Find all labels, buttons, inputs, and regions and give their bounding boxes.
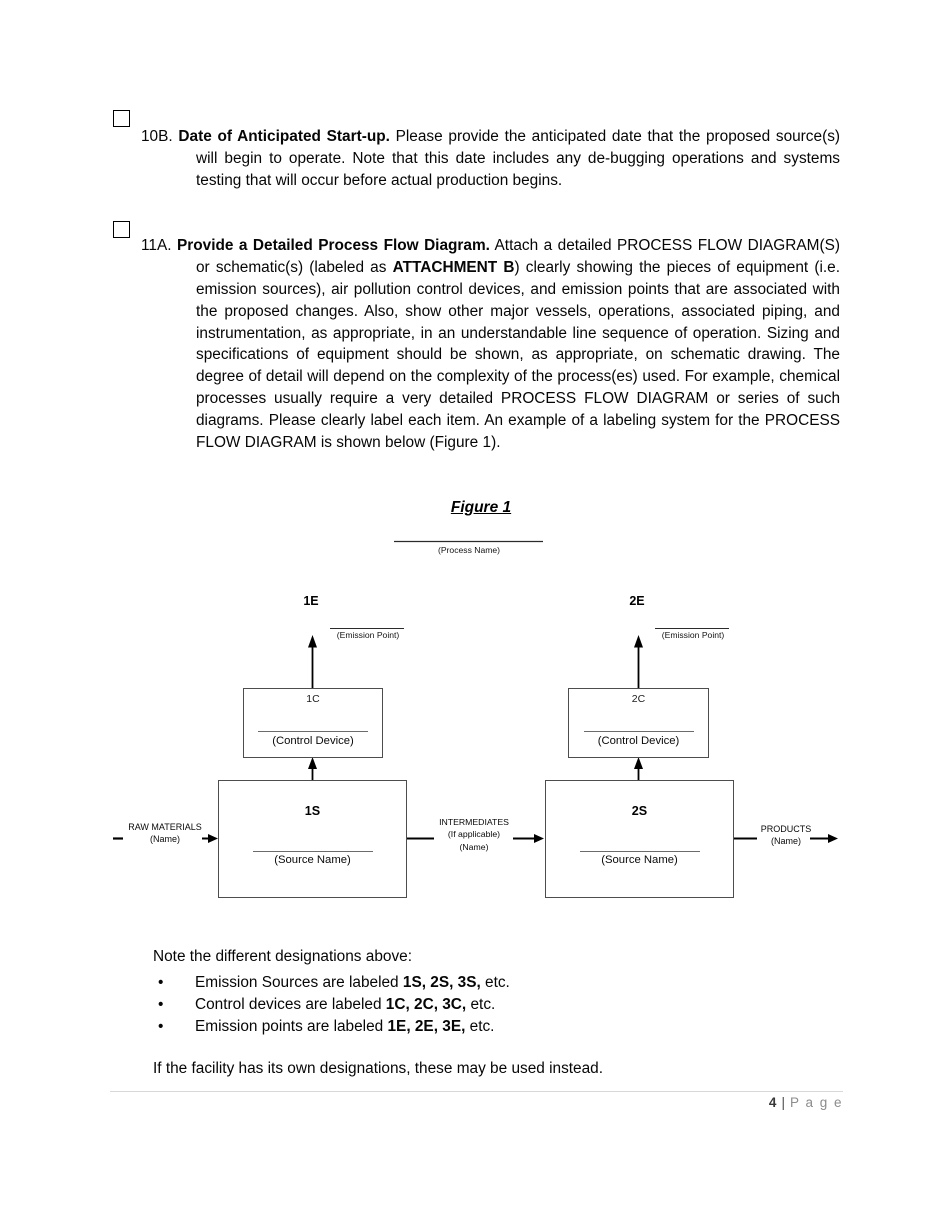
raw-materials-label-line2: (Name) — [149, 833, 181, 844]
products-label: PRODUCTS (Name) — [761, 824, 812, 847]
bullet-icon: • — [158, 996, 164, 1013]
products-arrow — [734, 834, 838, 843]
bullet-text: Emission points are labeled 1E, 2E, 3E, … — [195, 1018, 495, 1035]
control-device-blank-line-1 — [258, 731, 368, 732]
control-device-box-2c: 2C (Control Device) — [568, 688, 709, 758]
control-device-id-2c: 2C — [631, 693, 646, 705]
source-name-caption-2: (Source Name) — [601, 854, 678, 866]
item-10b-body: Please provide the anticipated date that… — [196, 128, 841, 189]
flow-diagram-lines — [113, 540, 838, 843]
page-number: 4 | P a g e — [0, 1095, 843, 1110]
bullet-text: Control devices are labeled 1C, 2C, 3C, … — [195, 996, 496, 1013]
raw-materials-arrow — [113, 834, 218, 843]
item-10b-number: 10B. — [141, 128, 173, 146]
emission-source-id-2s: 2S — [631, 804, 648, 818]
process-flow-diagram: Figure 1 (Process Name) 1E 2E (Emission … — [0, 495, 950, 927]
control-device-caption-1: (Control Device) — [272, 735, 354, 747]
list-item: • Emission Sources are labeled 1S, 2S, 3… — [153, 972, 845, 994]
footer-divider — [110, 1091, 843, 1092]
intermediates-label-line2: (If applicable) — [447, 829, 501, 840]
list-item: • Control devices are labeled 1C, 2C, 3C… — [153, 994, 845, 1016]
page-number-value: 4 — [768, 1095, 777, 1110]
notes-intro: Note the different designations above: — [153, 948, 412, 965]
intermediates-label-line3: (Name) — [459, 841, 489, 852]
emission-point-caption-1: (Emission Point) — [336, 630, 400, 640]
item-11a-number: 11A. — [141, 237, 172, 255]
emission-source-box-1s: 1S (Source Name) — [218, 780, 407, 898]
designation-notes: Note the different designations above: •… — [153, 946, 845, 1080]
control-device-caption-2: (Control Device) — [597, 735, 680, 747]
emission-point-caption-2: (Emission Point) — [661, 630, 725, 640]
item-11a-title: Provide a Detailed Process Flow Diagram. — [176, 237, 490, 255]
attachment-b-reference: ATTACHMENT B — [392, 259, 515, 277]
item-11a-body-pre: Attach a detailed PROCESS FLOW DIAGRAM(S… — [196, 237, 840, 277]
notes-bullet-list: • Emission Sources are labeled 1S, 2S, 3… — [153, 972, 845, 1038]
process-name-caption: (Process Name) — [437, 545, 501, 555]
notes-closing: If the facility has its own designations… — [153, 1060, 604, 1077]
source-name-blank-line-1 — [252, 851, 373, 852]
intermediates-label: INTERMEDIATES (If applicable) (Name) — [439, 816, 509, 853]
source-to-control-arrow-2 — [634, 757, 643, 780]
bullet-icon: • — [158, 974, 164, 991]
bullet-text: Emission Sources are labeled 1S, 2S, 3S,… — [195, 974, 510, 991]
raw-materials-label-line1: RAW MATERIALS — [128, 822, 202, 832]
bullet-icon: • — [158, 1018, 164, 1035]
emission-source-id-1s: 1S — [304, 804, 321, 818]
item-10b-paragraph: 10B. Date of Anticipated Start-up. Pleas… — [141, 126, 840, 191]
emission-arrow-2 — [634, 635, 643, 688]
intermediates-label-line1: INTERMEDIATES — [439, 817, 509, 827]
control-device-id-1c: 1C — [306, 693, 320, 705]
checkbox-11a[interactable] — [113, 221, 130, 238]
source-to-control-arrow-1 — [308, 757, 317, 780]
intermediates-arrow — [407, 834, 544, 843]
source-name-caption-1: (Source Name) — [274, 854, 351, 866]
item-10b-title: Date of Anticipated Start-up. — [178, 128, 390, 146]
list-item: • Emission points are labeled 1E, 2E, 3E… — [153, 1016, 845, 1038]
checkbox-10b[interactable] — [113, 110, 130, 127]
control-device-box-1c: 1C (Control Device) — [243, 688, 383, 758]
control-device-blank-line-2 — [583, 731, 694, 732]
item-11a-paragraph: 11A. Provide a Detailed Process Flow Dia… — [141, 235, 840, 453]
figure-title: Figure 1 — [450, 499, 512, 516]
page-word: P a g e — [789, 1095, 843, 1110]
emission-point-label-1e: 1E — [303, 594, 319, 608]
products-label-line1: PRODUCTS — [760, 824, 812, 834]
page-number-separator: | — [781, 1095, 785, 1110]
emission-source-box-2s: 2S (Source Name) — [545, 780, 734, 898]
emission-point-label-2e: 2E — [629, 594, 645, 608]
raw-materials-label: RAW MATERIALS (Name) — [128, 822, 202, 845]
item-11a-body-post: ) clearly showing the pieces of equipmen… — [196, 259, 841, 451]
emission-arrow-1 — [308, 635, 317, 688]
source-name-blank-line-2 — [579, 851, 700, 852]
products-label-line2: (Name) — [770, 835, 802, 846]
